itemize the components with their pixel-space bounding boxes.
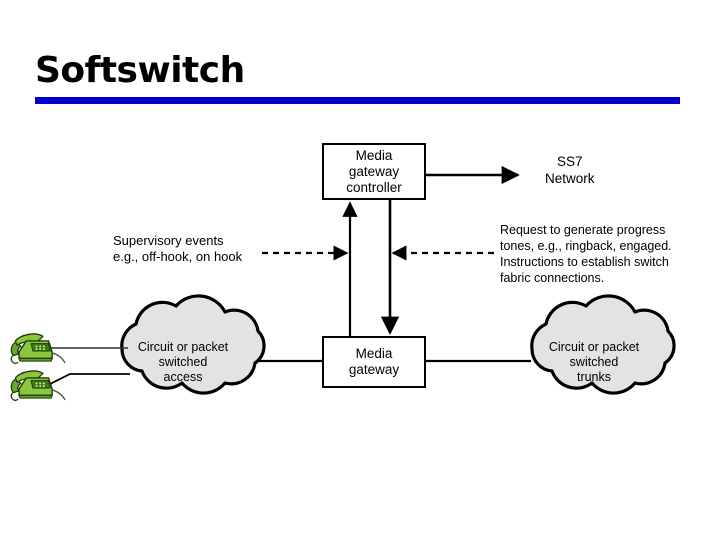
node-media-gateway-controller[interactable]: Media gateway controller xyxy=(322,143,426,200)
page-title: Softswitch xyxy=(35,50,245,91)
cloud-left xyxy=(120,294,266,395)
node-media-gateway[interactable]: Media gateway xyxy=(322,336,426,388)
mgc-label-line-3: controller xyxy=(346,179,402,195)
label-cloud-left: Circuit or packet switched access xyxy=(137,340,229,384)
cloud-right xyxy=(530,294,676,395)
mg-label-line-1: Media xyxy=(355,346,393,361)
mg-label-line-2: gateway xyxy=(348,362,400,377)
label-cloud-right: Circuit or packet switched trunks xyxy=(548,340,640,384)
mgc-label-line-2: gateway xyxy=(348,163,400,179)
telephone-icon xyxy=(10,333,66,365)
edge-phonebottom-cloudleft xyxy=(47,373,130,386)
annotation-request-instructions: Request to generate progress tones, e.g.… xyxy=(500,223,672,285)
title-underline-rule xyxy=(35,97,680,104)
label-ss7-network: SS7 Network xyxy=(545,154,595,186)
mgc-label-line-1: Media xyxy=(355,147,393,163)
telephone-icon xyxy=(10,370,66,402)
annotation-supervisory-events: Supervisory events e.g., off-hook, on ho… xyxy=(113,233,243,264)
